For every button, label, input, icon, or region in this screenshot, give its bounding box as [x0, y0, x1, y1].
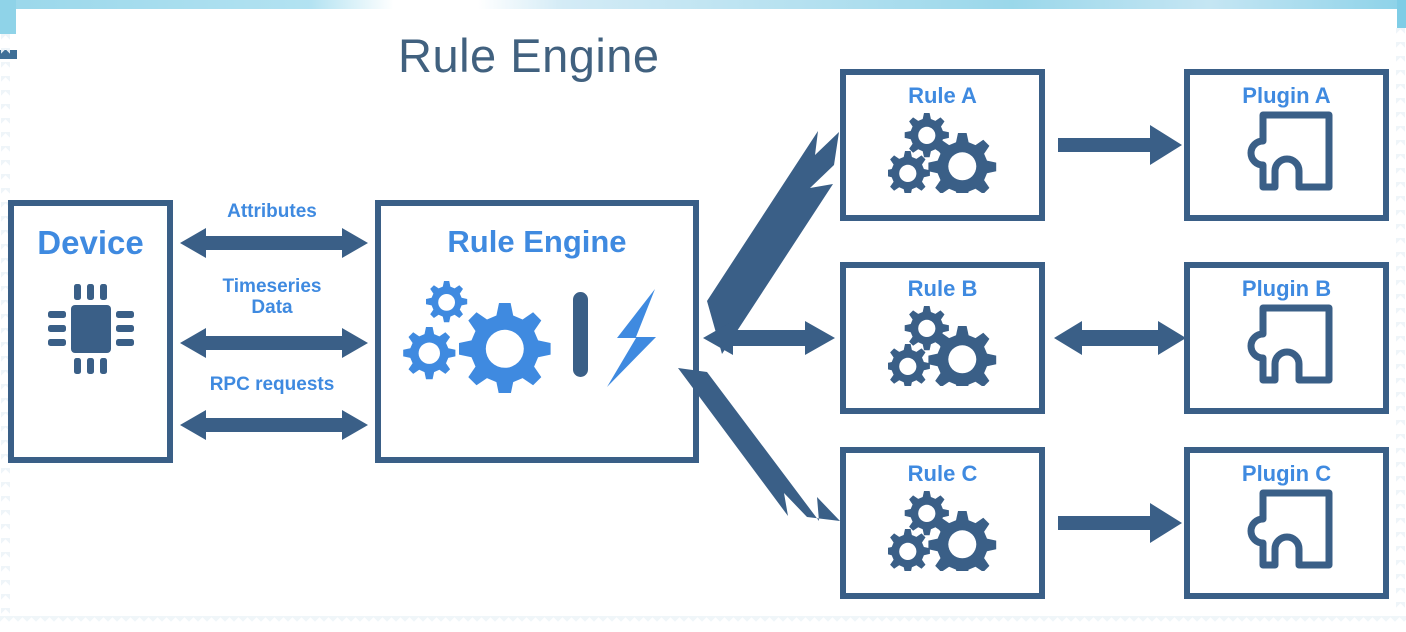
gears-icon: [887, 489, 998, 572]
arrow-rule-c-to-plugin-c: [1058, 503, 1182, 543]
plugin-b-node[interactable]: Plugin B: [1184, 262, 1389, 414]
arrow-engine-to-rule-c: [678, 368, 840, 521]
microchip-icon: [45, 281, 137, 377]
connector-label-attributes: Attributes: [227, 201, 317, 222]
arrow-engine-to-rule-b: [703, 321, 835, 355]
connector-label-rpc-requests: RPC requests: [209, 374, 335, 395]
rule-a-node-label: Rule A: [908, 83, 977, 108]
slide-left-decorative-band: [0, 0, 16, 34]
rule-c-node[interactable]: Rule C: [840, 447, 1045, 599]
arrow-device-engine-timeseries: [180, 328, 368, 358]
arrow-device-engine-attributes: [180, 228, 368, 258]
device-node-label: Device: [37, 224, 144, 261]
arrow-engine-to-rule-a: [707, 131, 839, 354]
slide-top-decorative-band: [0, 0, 1406, 9]
slide-left-zigzag-edge: [1, 34, 10, 614]
puzzle-piece-icon: [1237, 109, 1337, 195]
device-node[interactable]: Device: [8, 200, 173, 463]
plugin-b-node-label: Plugin B: [1241, 276, 1332, 301]
gears-icon: [887, 304, 998, 387]
rule-engine-node[interactable]: Rule Engine: [375, 200, 699, 463]
rule-c-node-label: Rule C: [907, 461, 978, 486]
page-title: Rule Engine: [398, 29, 660, 82]
arrow-device-engine-rpc: [180, 410, 368, 440]
puzzle-piece-icon: [1237, 302, 1337, 388]
rule-b-node[interactable]: Rule B: [840, 262, 1045, 414]
plugin-c-node[interactable]: Plugin C: [1184, 447, 1389, 599]
rule-a-node[interactable]: Rule A: [840, 69, 1045, 221]
plugin-c-node-label: Plugin C: [1241, 461, 1332, 486]
plugin-a-node[interactable]: Plugin A: [1184, 69, 1389, 221]
arrow-rule-b-to-plugin-b: [1054, 321, 1186, 355]
slide-bottom-zigzag-edge: [0, 616, 1406, 630]
connector-label-timeseries-data: Timeseries Data: [222, 276, 322, 318]
puzzle-piece-icon: [1237, 487, 1337, 573]
plugin-a-node-label: Plugin A: [1242, 83, 1331, 108]
gears-and-lightning-icon: [402, 275, 672, 393]
gears-icon: [887, 111, 998, 194]
arrow-rule-a-to-plugin-a: [1058, 125, 1182, 165]
rule-b-node-label: Rule B: [907, 276, 978, 301]
rule-engine-node-label: Rule Engine: [447, 224, 627, 259]
slide-right-zigzag-edge: [1396, 28, 1405, 614]
slide-right-decorative-band: [1397, 0, 1406, 28]
